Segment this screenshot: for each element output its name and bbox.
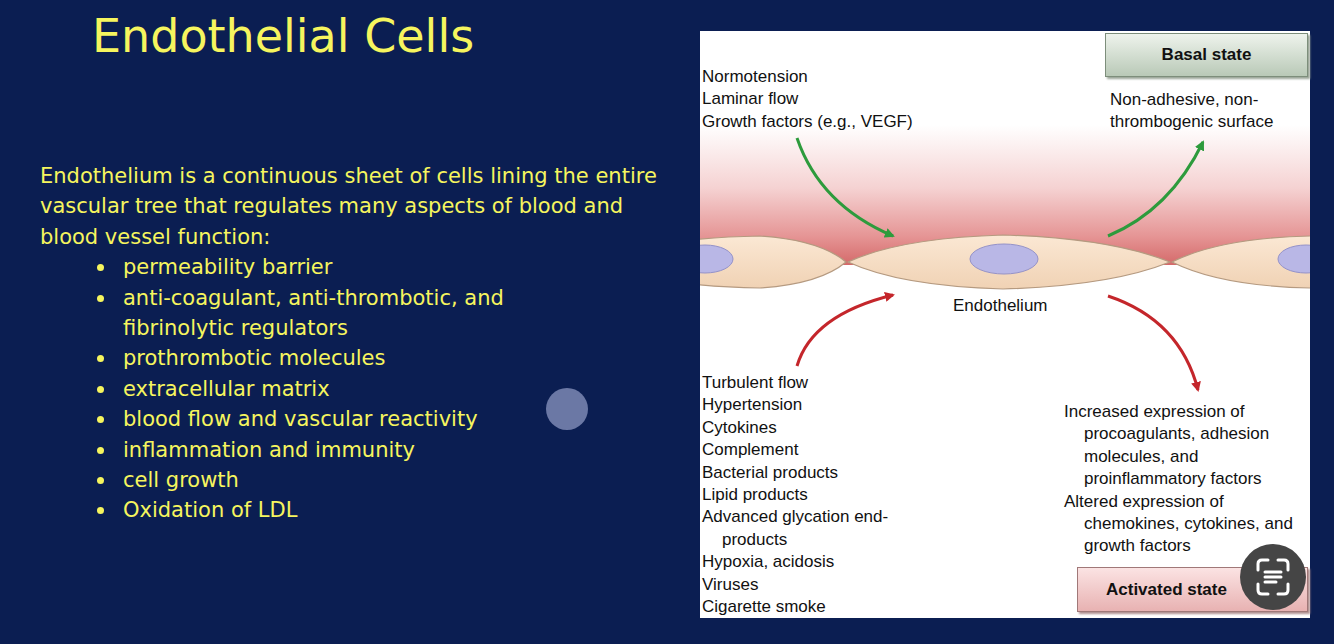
figure-panel	[700, 31, 1310, 618]
bullet-item: anti-coagulant, anti-thrombotic, and fib…	[123, 283, 573, 344]
bullet-text: blood flow and vascular reactivity	[123, 407, 478, 431]
bullet-text: extracellular matrix	[123, 377, 330, 401]
activating-stimuli: Turbulent flowHypertensionCytokinesCompl…	[702, 372, 902, 618]
red-arrow	[1108, 296, 1198, 390]
icon-circle	[1240, 544, 1306, 610]
state-box: Basal state	[1105, 33, 1308, 77]
intro-paragraph: Endothelium is a continuous sheet of cel…	[40, 161, 680, 252]
state-label: Activated state	[1106, 580, 1227, 600]
bullet-dot	[97, 447, 104, 454]
endothelium-label: Endothelium	[953, 295, 1048, 317]
stimulus-item: Normotension	[702, 66, 913, 88]
stimulus-item: Growth factors (e.g., VEGF)	[702, 111, 913, 133]
activated-outcome: Increased expression of procoagulants, a…	[1064, 401, 1296, 558]
bullet-dot	[97, 264, 104, 271]
stimulus-item: Lipid products	[702, 484, 902, 506]
title-area: Endothelial Cells	[92, 4, 474, 68]
stimulus-item: Hypoxia, acidosis	[702, 551, 902, 573]
bullet-dot	[97, 507, 104, 514]
stimulus-item: Complement	[702, 439, 902, 461]
slide-title: Endothelial Cells	[92, 4, 474, 68]
cell-nucleus	[970, 244, 1038, 274]
red-arrow	[797, 295, 893, 366]
stimulus-item: Bacterial products	[702, 462, 902, 484]
bullet-item: prothrombotic molecules	[123, 343, 573, 373]
bullet-item: cell growth	[123, 465, 573, 495]
bullet-text: prothrombotic molecules	[123, 346, 385, 370]
stimulus-item: Viruses	[702, 574, 902, 596]
stimulus-item: Advanced glycation end-products	[702, 506, 902, 551]
body-text: Endothelium is a continuous sheet of cel…	[40, 161, 680, 526]
green-arrow	[1108, 142, 1203, 236]
endothelial-cell	[700, 236, 846, 288]
icon-frame	[1258, 560, 1288, 594]
endothelium-label-area: Endothelium	[953, 295, 1048, 317]
stimulus-item: Laminar flow	[702, 88, 913, 110]
stimulus-item: Cigarette smoke	[702, 596, 902, 618]
bullet-item: permeability barrier	[123, 252, 573, 282]
normal-stimuli: NormotensionLaminar flowGrowth factors (…	[702, 66, 913, 133]
bullet-item: Oxidation of LDL	[123, 495, 573, 525]
green-arrow	[797, 138, 893, 236]
bullet-text: cell growth	[123, 468, 239, 492]
scan-icon	[1238, 542, 1308, 612]
outcome-text: Increased expression of procoagulants, a…	[1064, 401, 1296, 491]
bullet-dot	[97, 416, 104, 423]
bullet-dot	[97, 295, 104, 302]
bullet-dot	[97, 355, 104, 362]
bullet-dot	[97, 386, 104, 393]
outcome-text: Non-adhesive, non-thrombogenic surface	[1110, 89, 1310, 134]
stimulus-item: Hypertension	[702, 394, 902, 416]
endothelial-cell	[1172, 236, 1310, 288]
bullet-text: inflammation and immunity	[123, 438, 415, 462]
state-label: Basal state	[1162, 45, 1252, 65]
stimulus-item: Cytokines	[702, 417, 902, 439]
cell-nucleus	[1278, 245, 1310, 273]
basal-outcome: Non-adhesive, non-thrombogenic surface	[1110, 89, 1310, 134]
bullet-text: Oxidation of LDL	[123, 498, 297, 522]
bullet-text: anti-coagulant, anti-thrombotic, and fib…	[123, 286, 504, 340]
cell-nucleus	[700, 245, 733, 273]
pointer-dot	[546, 388, 588, 430]
bullet-text: permeability barrier	[123, 255, 332, 279]
stimulus-item: Turbulent flow	[702, 372, 902, 394]
endothelial-cell	[848, 235, 1170, 289]
bullet-dot	[97, 477, 104, 484]
icon-lines	[1265, 572, 1281, 582]
bullet-item: extracellular matrix	[123, 374, 573, 404]
bullet-item: blood flow and vascular reactivity	[123, 404, 573, 434]
bullet-item: inflammation and immunity	[123, 435, 573, 465]
